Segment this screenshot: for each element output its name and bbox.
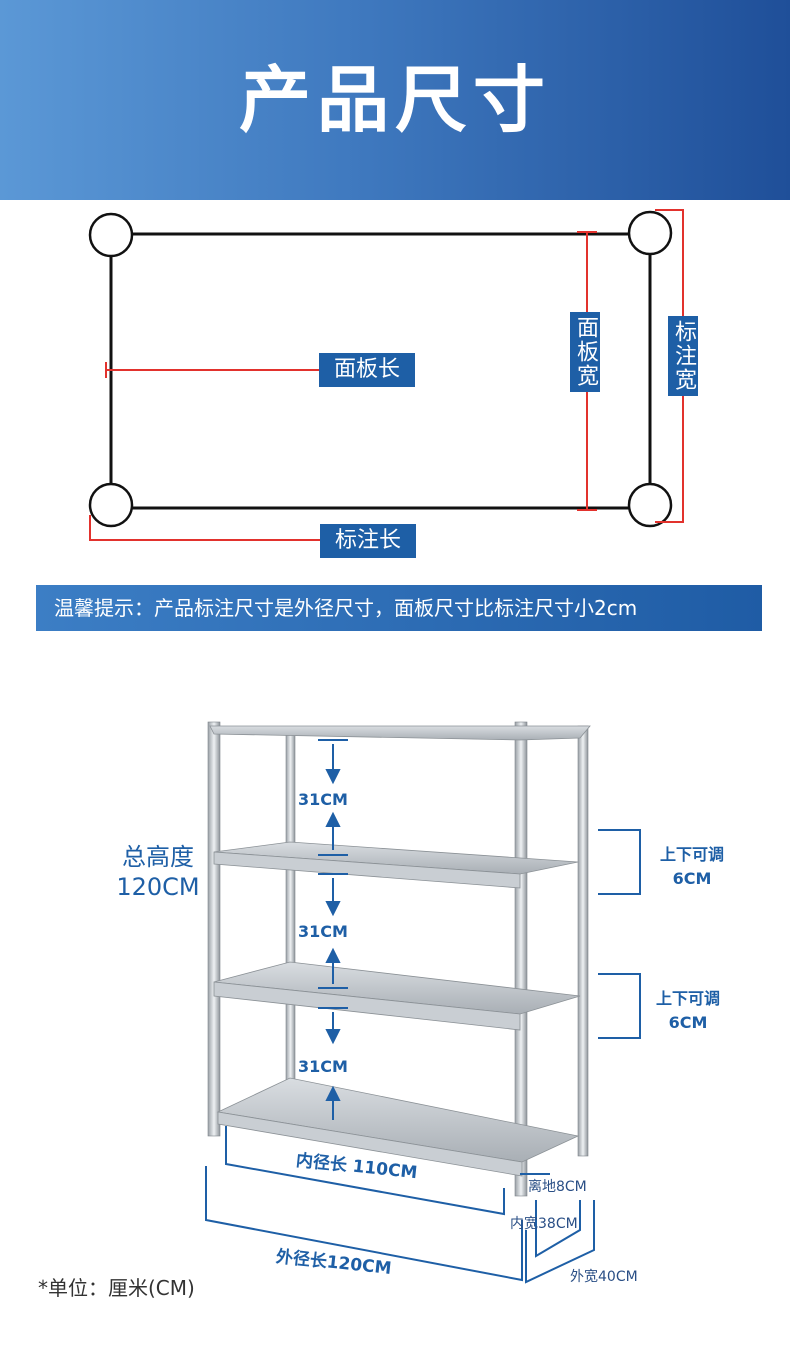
gap-label-1: 31CM <box>298 790 348 809</box>
outer-width-label: 外宽40CM <box>570 1269 638 1285</box>
adjust-label-1: 上下可调 6CM <box>650 843 734 891</box>
total-height-value: 120CM <box>116 873 200 901</box>
gap-label-3: 31CM <box>298 1057 348 1076</box>
marked-length-line <box>89 515 320 541</box>
shelf-illustration <box>205 721 641 1284</box>
corner-post-tr <box>627 210 673 256</box>
header-banner <box>0 0 790 200</box>
total-height-title: 总高度 <box>122 843 194 871</box>
adjust-label-2: 上下可调 6CM <box>646 987 730 1035</box>
inner-width-bracket <box>535 1200 581 1258</box>
post-back-right <box>577 725 589 1157</box>
panel-length-tag: 面板长 <box>319 353 415 387</box>
corner-post-tl <box>88 212 134 258</box>
marked-length-tag: 标注长 <box>320 524 416 558</box>
total-height-label: 总高度 120CM <box>110 842 206 902</box>
page-title: 产品尺寸 <box>238 58 551 142</box>
unit-note: *单位：厘米(CM) <box>38 1276 195 1300</box>
gap-label-2: 31CM <box>298 922 348 941</box>
corner-post-bl <box>88 482 134 528</box>
panel-width-tag: 面板宽 <box>570 312 600 392</box>
clearance-label: 离地8CM <box>528 1179 587 1195</box>
shelf-1 <box>209 725 591 741</box>
outer-length-bracket <box>205 1166 523 1282</box>
post-front-right <box>514 721 528 1197</box>
tip-banner: 温馨提示：产品标注尺寸是外径尺寸，面板尺寸比标注尺寸小2cm <box>36 585 762 631</box>
post-back-left <box>285 729 296 1101</box>
inner-length-bracket <box>225 1126 505 1216</box>
adjust-title-2: 上下可调 <box>655 989 720 1008</box>
post-front-left <box>207 721 221 1137</box>
adjust-value-2: 6CM <box>668 1013 708 1032</box>
adjust-bracket-1 <box>598 829 641 895</box>
outer-width-bracket <box>525 1200 595 1284</box>
inner-width-label: 内宽38CM <box>510 1216 578 1232</box>
marked-width-tag: 标注宽 <box>668 316 698 396</box>
adjust-bracket-2 <box>598 973 641 1039</box>
corner-post-br <box>627 482 673 528</box>
adjust-title-1: 上下可调 <box>659 845 724 864</box>
gap-arrows <box>318 739 348 1120</box>
adjust-value-1: 6CM <box>672 869 712 888</box>
